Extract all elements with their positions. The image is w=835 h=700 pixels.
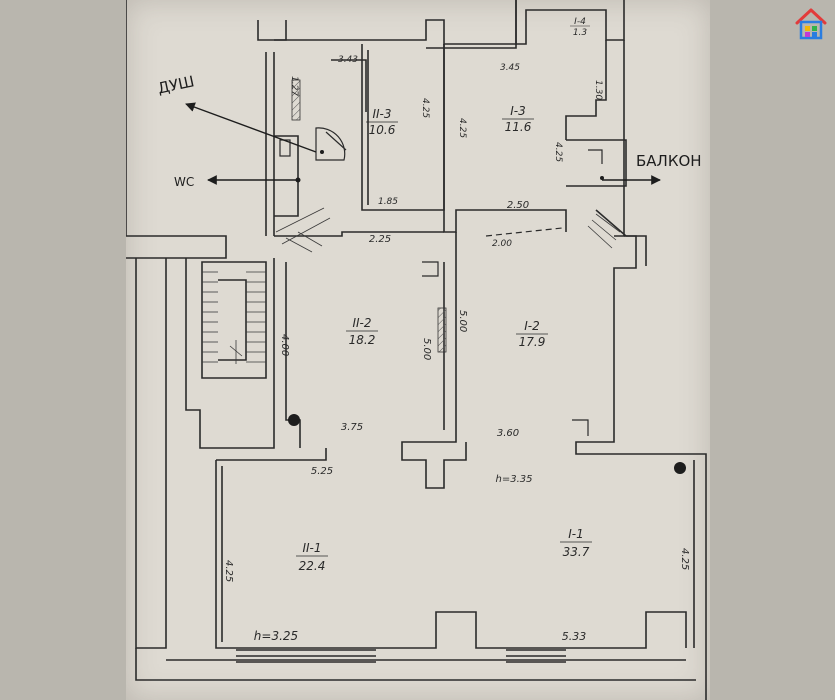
svg-text:II-3: II-3 [372, 107, 391, 121]
annotation-arrows [185, 102, 661, 185]
room-labels: II-1 22.4 II-2 18.2 II-3 10.6 I-1 33.7 I… [296, 17, 592, 573]
dim-5.33: 5.33 [562, 630, 587, 643]
walls [126, 0, 707, 700]
floor-plan: ДУШ WC БАЛКОН II-1 22.4 II-2 18.2 II-3 1… [126, 0, 707, 700]
dim-2.25: 2.25 [369, 234, 391, 245]
radiator-marks [288, 150, 686, 474]
dim-5.00a: 5.00 [421, 338, 432, 360]
dim-1.27: 1.27 [289, 76, 299, 96]
room-II-1: II-1 22.4 [296, 541, 328, 573]
svg-text:I-3: I-3 [510, 104, 526, 118]
balcony-annotation: БАЛКОН [636, 152, 702, 170]
room-II-3: II-3 10.6 [366, 107, 398, 137]
dim-5.00b: 5.00 [457, 310, 468, 332]
ceiling-height-3.25: h=3.25 [254, 629, 298, 643]
shower-annotation: ДУШ [156, 72, 196, 97]
hatched-walls [291, 79, 447, 353]
svg-text:11.6: 11.6 [505, 120, 532, 134]
svg-text:10.6: 10.6 [369, 123, 396, 137]
dim-4.25a: 4.25 [420, 98, 430, 118]
svg-text:I-4: I-4 [574, 17, 586, 27]
wc-annotation: WC [174, 175, 194, 189]
dim-3.60: 3.60 [497, 428, 519, 439]
paper-sheet [126, 0, 710, 700]
dim-2.00: 2.00 [492, 239, 512, 249]
stairs [202, 207, 621, 364]
room-I-2: I-2 17.9 [516, 319, 548, 349]
dimension-labels: 3.45 3.43 1.27 1.30 4.25 4.25 4.25 1.85 … [223, 55, 690, 643]
svg-text:I-2: I-2 [524, 319, 540, 333]
svg-text:II-1: II-1 [302, 541, 321, 555]
svg-text:18.2: 18.2 [349, 333, 376, 347]
dim-3.45: 3.45 [500, 63, 520, 73]
dim-3.43: 3.43 [338, 55, 358, 65]
dim-5.25: 5.25 [311, 466, 333, 477]
svg-text:17.9: 17.9 [519, 335, 546, 349]
room-I-1: I-1 33.7 [560, 527, 592, 559]
svg-text:22.4: 22.4 [299, 559, 326, 573]
room-I-4: I-4 1.3 [570, 17, 590, 38]
svg-text:II-2: II-2 [352, 316, 371, 330]
svg-text:33.7: 33.7 [563, 545, 590, 559]
room-II-2: II-2 18.2 [346, 316, 378, 347]
dim-4.25d: 4.25 [223, 560, 234, 582]
svg-text:1.3: 1.3 [573, 28, 588, 38]
house-icon [795, 8, 827, 40]
dim-3.75: 3.75 [341, 422, 363, 433]
dim-4.25c: 4.25 [553, 142, 563, 162]
dim-4.25b: 4.25 [457, 118, 467, 138]
dim-2.50: 2.50 [507, 200, 529, 211]
ceiling-height-3.35: h=3.35 [496, 474, 533, 485]
room-I-3: I-3 11.6 [502, 104, 534, 134]
dim-1.85: 1.85 [378, 197, 398, 207]
fixtures [279, 127, 603, 436]
dim-4.25e: 4.25 [679, 548, 690, 570]
dim-4.00: 4.00 [279, 334, 290, 356]
dim-1.30: 1.30 [593, 80, 603, 100]
svg-text:I-1: I-1 [568, 527, 584, 541]
